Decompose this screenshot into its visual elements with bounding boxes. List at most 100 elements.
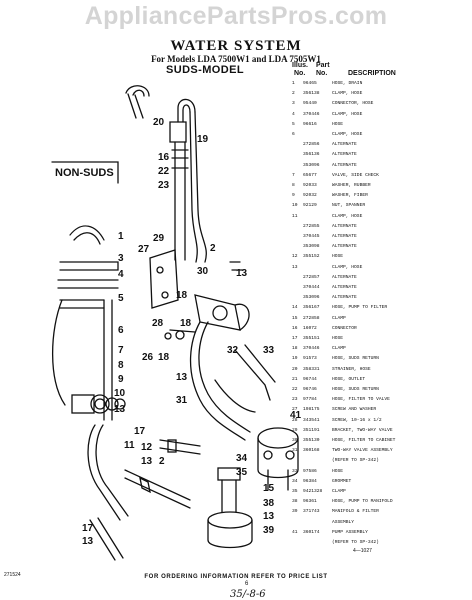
callout-15: 15 — [263, 483, 275, 494]
callout-13e: 13 — [263, 511, 275, 522]
callout-18b: 18 — [180, 318, 192, 329]
part-no: 371743 — [303, 509, 320, 515]
part-no: 355130 — [303, 438, 320, 443]
callout-17b: 17 — [82, 523, 94, 534]
header-part: Part — [316, 62, 330, 69]
description: (REFER TO SP-342) — [332, 458, 379, 464]
callout-1: 1 — [118, 231, 124, 242]
part-no: 96465 — [303, 81, 317, 86]
part-no: 97784 — [303, 397, 317, 403]
table-row: 1 96465 HOSE, DRAIN — [290, 80, 468, 87]
illus-no: 10 — [292, 203, 298, 209]
description: ALTERNATE — [332, 295, 357, 301]
description: HOSE, PUMP TO FILTER — [332, 305, 388, 311]
illus-no: 31 — [292, 448, 298, 454]
description: CLAMP — [332, 489, 346, 494]
description: HOSE — [332, 121, 344, 127]
part-no: 353098 — [303, 244, 320, 250]
description: TWO-WAY VALVE ASSEMBLY — [332, 448, 393, 454]
callout-9: 9 — [118, 374, 124, 385]
callout-39: 39 — [263, 525, 275, 536]
callout-28: 28 — [152, 318, 164, 329]
callout-18c: 18 — [158, 352, 170, 363]
callout-2: 2 — [210, 243, 216, 254]
description: HOSE, OUTLET — [332, 376, 366, 382]
table-row: 272857 ALTERNATE — [290, 274, 468, 281]
callout-34: 34 — [236, 453, 248, 464]
callout-5: 5 — [118, 293, 124, 304]
callout-27: 27 — [138, 244, 150, 255]
illus-no: 27 — [292, 407, 298, 413]
part-no: 65677 — [303, 172, 317, 178]
part-no: 96361 — [303, 499, 317, 505]
illus-no: 29 — [292, 427, 298, 433]
part-no: 95440 — [303, 101, 317, 107]
illus-no: 1 — [292, 81, 295, 86]
part-no: 370446 — [303, 111, 320, 117]
part-no: 370444 — [303, 285, 320, 290]
suds-model-label: SUDS-MODEL — [166, 64, 244, 76]
illus-no: 17 — [292, 336, 298, 341]
illus-no: 14 — [292, 305, 298, 311]
doc-number: 271524 — [4, 572, 21, 578]
callout-30: 30 — [197, 266, 209, 277]
description: VALVE, SIDE CHECK — [332, 172, 379, 178]
description: CLAMP — [332, 315, 346, 321]
callout-17a: 17 — [134, 426, 146, 437]
description: CLAMP, HOSE — [332, 264, 363, 270]
illus-no: 13 — [292, 264, 298, 270]
illus-no: 11 — [292, 213, 298, 219]
illus-no: 23 — [292, 397, 298, 403]
part-no: 370446 — [303, 346, 320, 352]
callout-13d: 13 — [141, 456, 153, 467]
description: HOSE, SUDS RETURN — [332, 356, 379, 362]
part-no: 272857 — [303, 274, 320, 280]
part-no: 351191 — [303, 427, 320, 433]
description: CLAMP, HOSE — [332, 91, 363, 97]
part-no: 97586 — [303, 468, 317, 474]
description: ALTERNATE — [332, 223, 357, 229]
page-number: 6 — [245, 581, 249, 587]
description: HOSE, DRAIN — [332, 81, 363, 86]
description: HOSE, SUDS RETURN — [332, 387, 379, 392]
callout-33: 33 — [263, 345, 275, 356]
description: PUMP ASSEMBLY — [332, 529, 368, 535]
callout-26: 26 — [142, 352, 154, 363]
description: HOSE, FILTER TO CABINET — [332, 438, 396, 443]
illus-no: 21 — [292, 376, 298, 382]
handwritten-note: 35/-8-6 — [230, 589, 266, 600]
callout-13b: 13 — [176, 372, 188, 383]
illus-no: 39 — [292, 509, 298, 515]
illus-no: 12 — [292, 254, 298, 260]
description: ALTERNATE — [332, 274, 357, 280]
callout-13c: 13 — [114, 404, 126, 415]
non-suds-label: NON-SUDS — [55, 167, 114, 179]
part-no: 96384 — [303, 478, 317, 484]
callout-38: 38 — [263, 498, 275, 509]
header-no-1: No. — [294, 70, 306, 77]
illus-no: 28 — [292, 417, 298, 423]
description: HOSE — [332, 468, 344, 474]
callout-20: 20 — [153, 117, 165, 128]
illus-no: 4 — [292, 111, 295, 117]
description: GROMMET — [332, 478, 352, 484]
part-no: 360174 — [303, 529, 320, 535]
callout-19: 19 — [197, 134, 209, 145]
